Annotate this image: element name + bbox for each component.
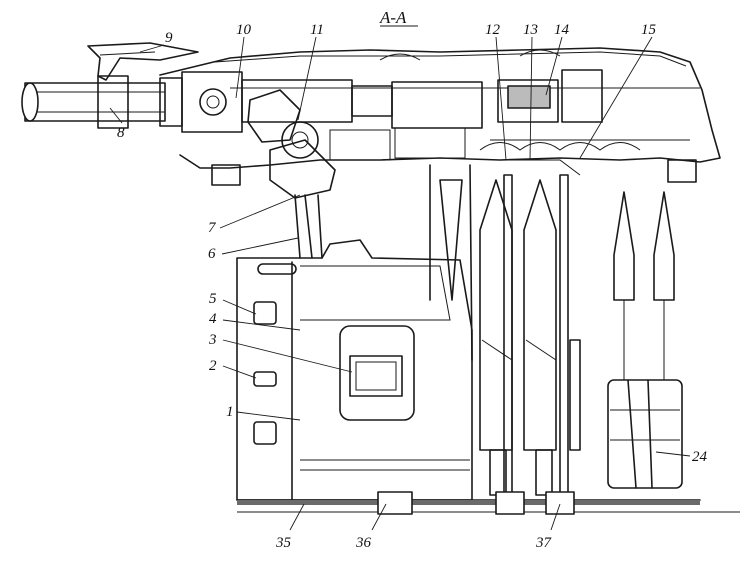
- callout-2: 2: [209, 358, 217, 374]
- callout-10: 10: [236, 22, 252, 38]
- callout-3: 3: [208, 332, 217, 348]
- callout-1: 1: [226, 404, 234, 420]
- ejection-chute: [294, 164, 473, 361]
- callout-9: 9: [165, 30, 173, 46]
- gun-breech: [181, 71, 483, 199]
- callout-35: 35: [275, 535, 292, 551]
- callout-15: 15: [641, 22, 657, 38]
- callout-36: 36: [355, 535, 372, 551]
- projectile-rounds: [607, 191, 683, 489]
- callout-37: 37: [535, 535, 553, 551]
- callout-8: 8: [117, 125, 125, 141]
- callout-11: 11: [310, 22, 324, 38]
- vertical-rounds: [479, 159, 581, 501]
- ammo-rack-box: [236, 239, 473, 501]
- callout-13: 13: [523, 22, 538, 38]
- callout-12: 12: [485, 22, 501, 38]
- callout-5: 5: [209, 291, 217, 307]
- callout-14: 14: [554, 22, 570, 38]
- gun-barrel: [21, 75, 183, 129]
- callout-6: 6: [208, 246, 216, 262]
- sight-housing: [87, 42, 199, 81]
- leader-lines: [109, 36, 691, 531]
- turret-hull: [159, 47, 721, 169]
- hull-floor: [236, 491, 740, 515]
- section-title: A-A: [379, 8, 407, 27]
- callout-7: 7: [208, 220, 217, 236]
- upper-fixtures: [211, 69, 697, 186]
- callout-24: 24: [692, 449, 708, 465]
- callout-4: 4: [209, 311, 217, 327]
